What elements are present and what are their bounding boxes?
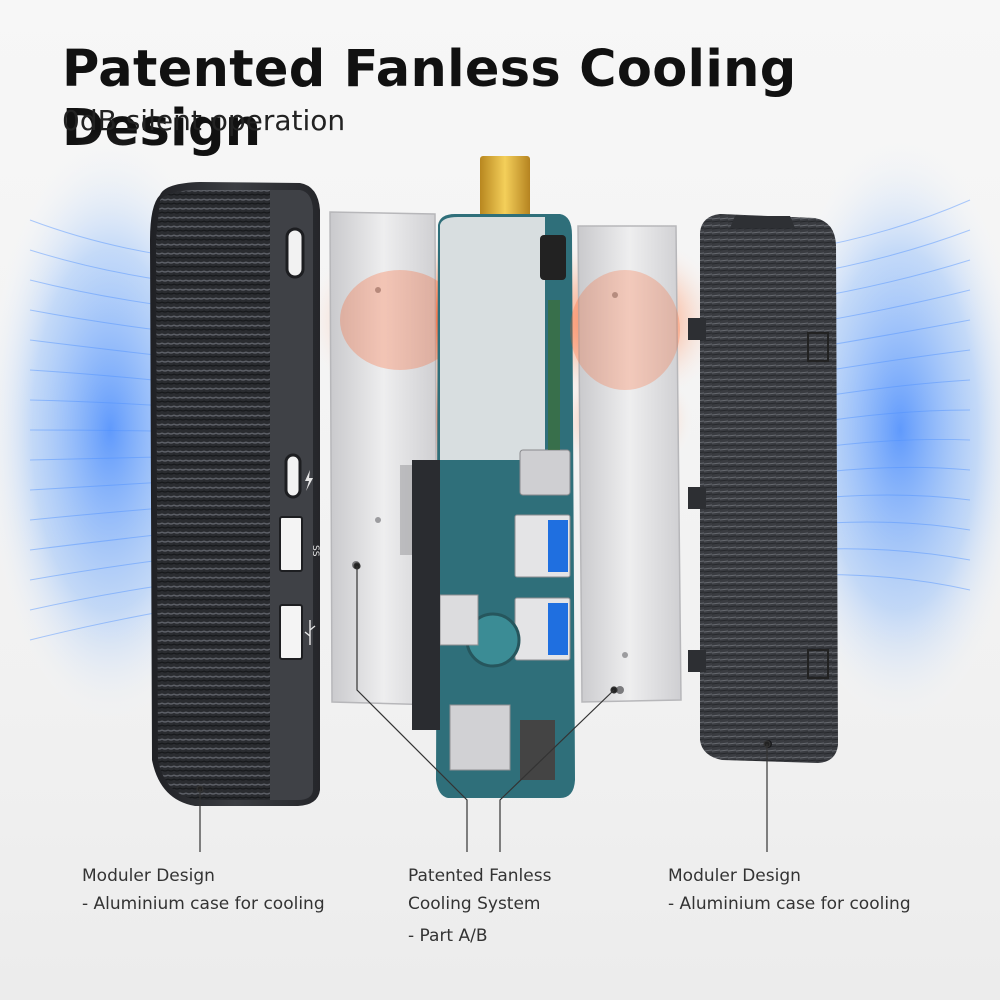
- pcb-board: [412, 156, 575, 798]
- usb-icon: [304, 620, 316, 645]
- usb-superspeed-icon: SS: [310, 545, 320, 557]
- caption-left: Moduler Design - Aluminium case for cool…: [82, 862, 325, 918]
- usb-c-port: [284, 453, 302, 499]
- thunderbolt-icon: [305, 470, 313, 491]
- callout-lines: [196, 562, 771, 852]
- power-button: [285, 227, 305, 279]
- page-title: Patented Fanless Cooling Design: [62, 40, 797, 158]
- right-aluminium-case: [688, 214, 838, 763]
- caption-right: Moduler Design - Aluminium case for cool…: [668, 862, 911, 918]
- usb3-port: [279, 516, 303, 572]
- caption-middle-heading-line1: Patented Fanless: [408, 866, 552, 886]
- caption-right-detail: - Aluminium case for cooling: [668, 894, 911, 914]
- caption-left-heading: Moduler Design: [82, 866, 215, 886]
- hdmi-connector: [480, 156, 530, 218]
- usb2-port: [279, 604, 303, 660]
- caption-middle: Patented Fanless Cooling System - Part A…: [408, 862, 551, 950]
- caption-middle-heading-line2: Cooling System: [408, 894, 541, 914]
- caption-right-heading: Moduler Design: [668, 866, 801, 886]
- caption-left-detail: - Aluminium case for cooling: [82, 894, 325, 914]
- heatsink-part-b: [570, 225, 682, 703]
- caption-middle-detail: - Part A/B: [408, 926, 488, 946]
- left-aluminium-case: SS: [150, 182, 320, 806]
